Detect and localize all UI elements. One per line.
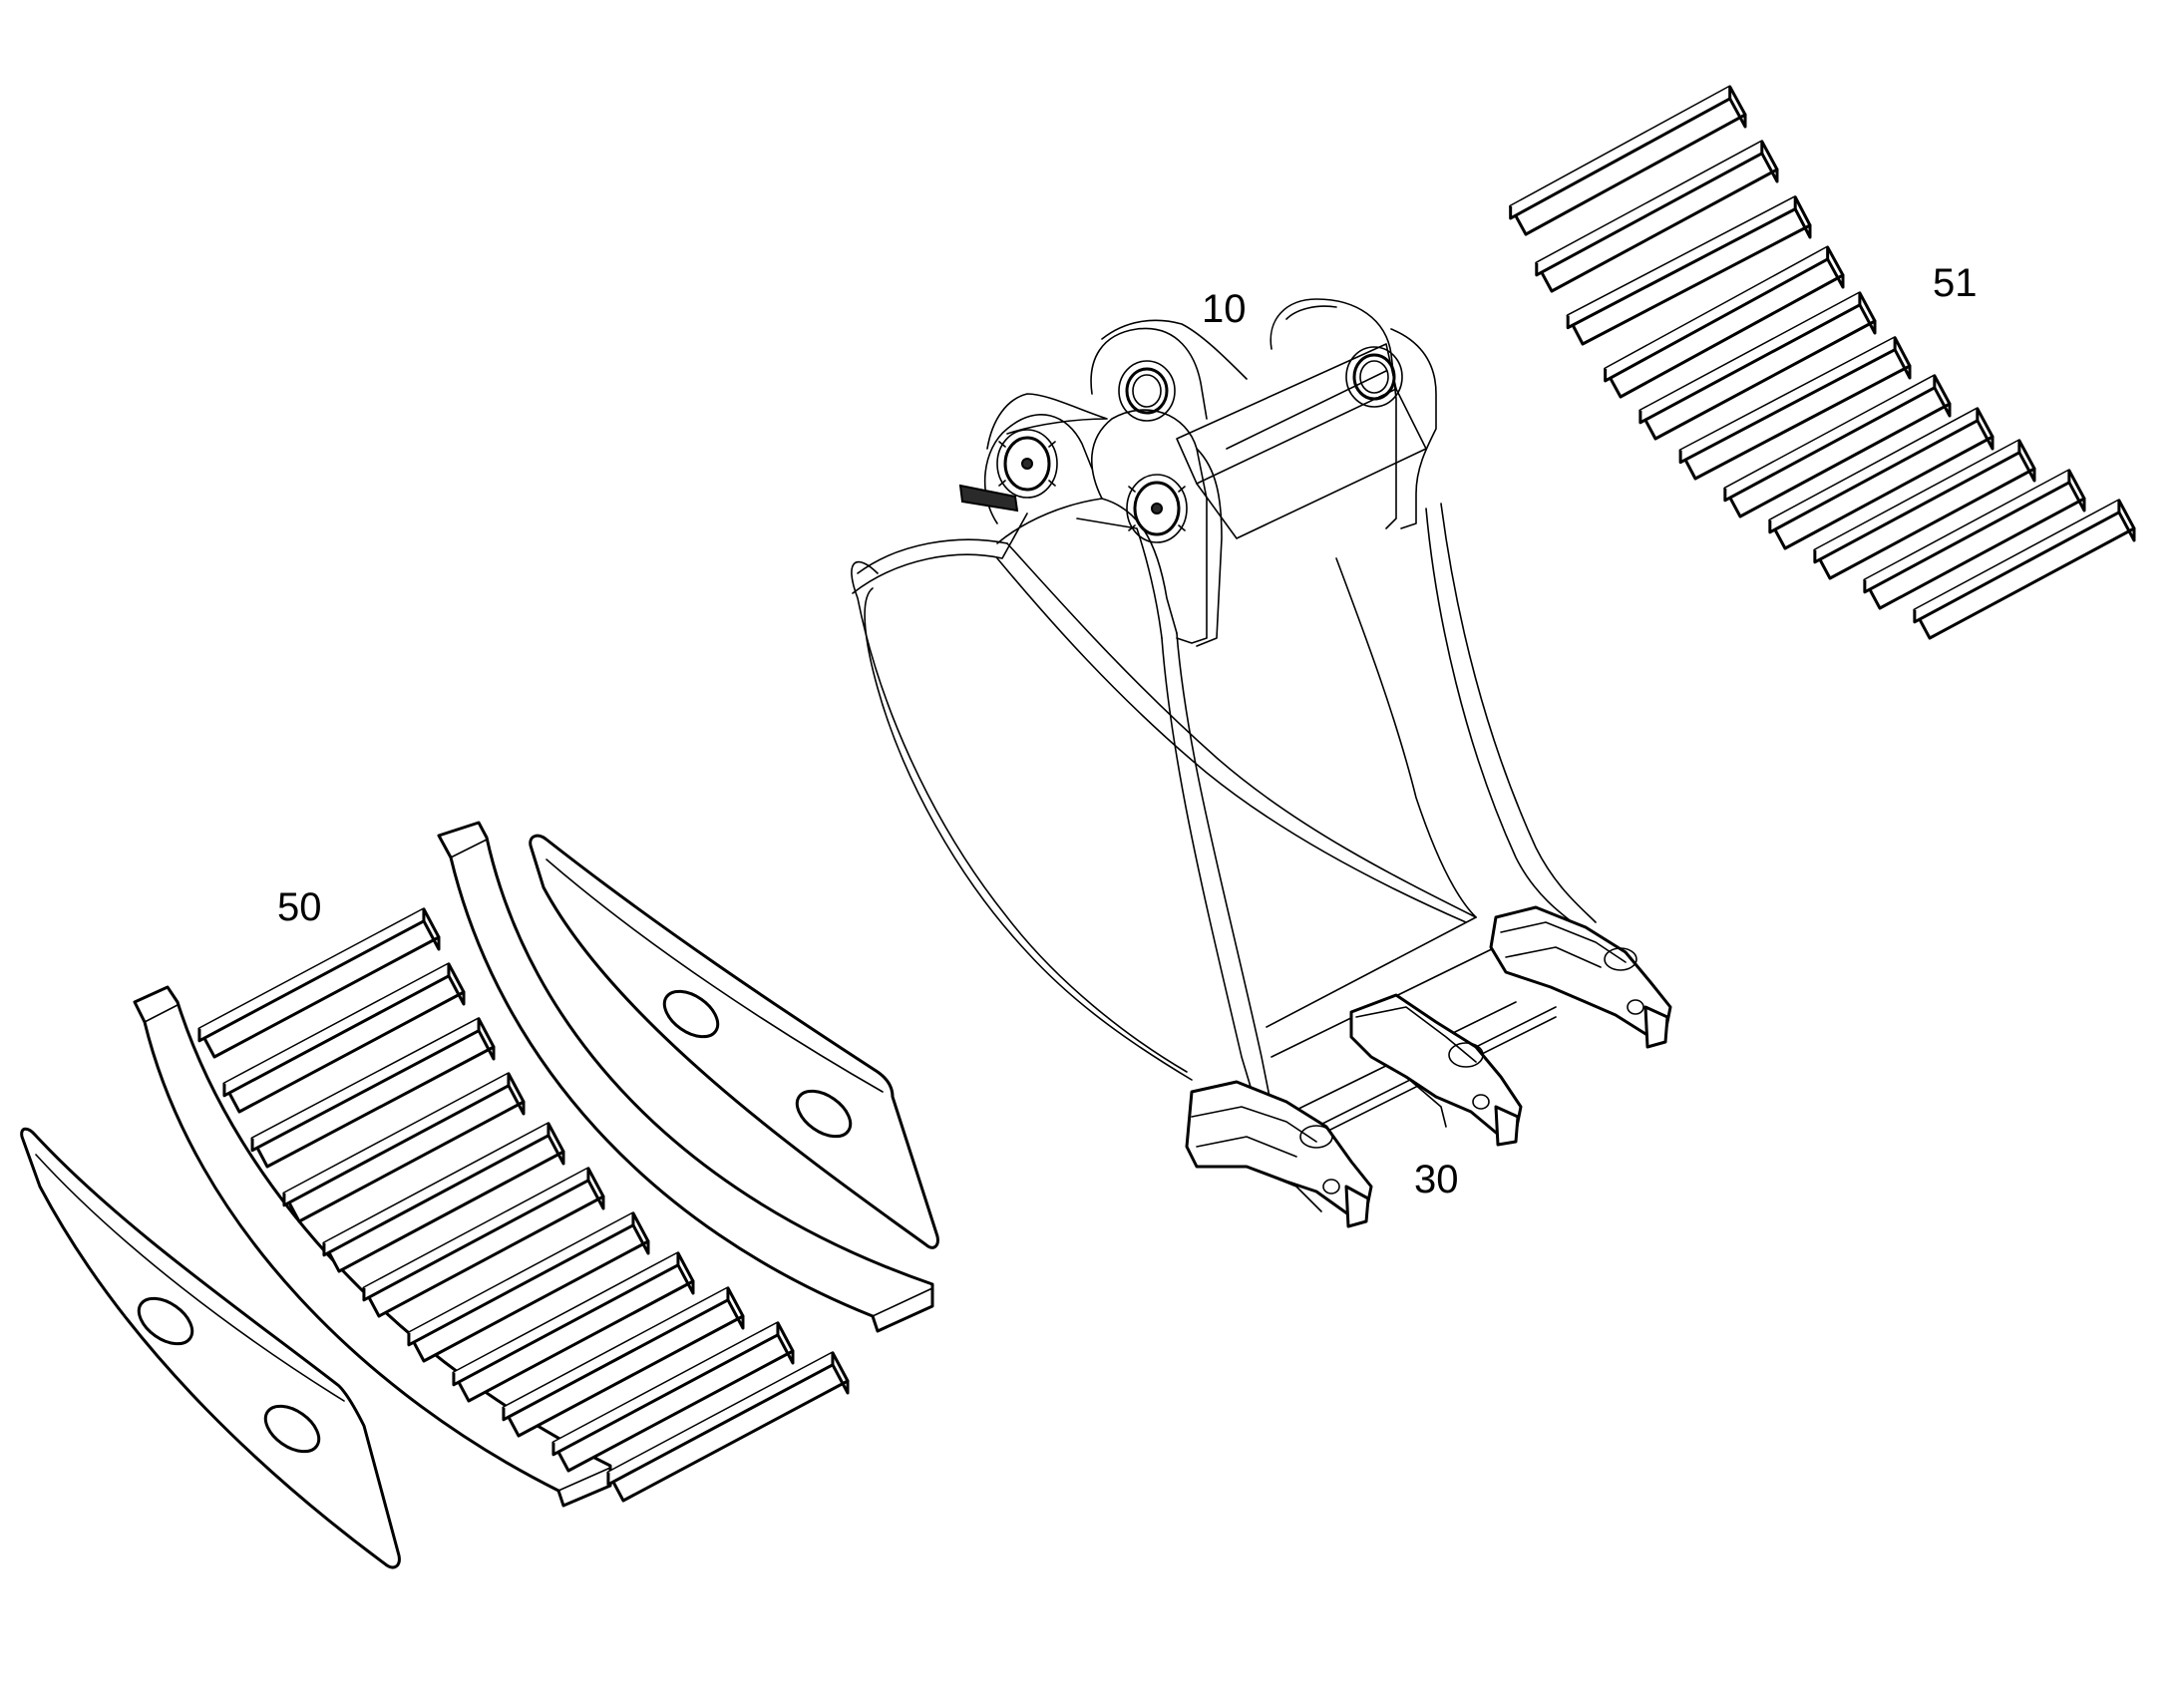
wear-strip-51-11-end — [2117, 511, 2136, 542]
wear-kit-strip-10-end — [776, 1333, 795, 1365]
mounting-ear-rear-right-3 — [1285, 305, 1337, 320]
wear-kit-side-plate-left-hole-1 — [137, 1296, 194, 1346]
wear-kit-curved-rail-right-end — [872, 1287, 933, 1317]
bucket-left-side-plate — [851, 560, 1188, 1073]
pin-boss-rear-right — [1345, 346, 1403, 408]
wear-strip-51-3-edge — [1566, 196, 1797, 330]
bucket-cross-tube-face — [1226, 370, 1387, 450]
bucket-rear-edge — [1335, 557, 1477, 918]
wear-strip-51-4-end — [1826, 257, 1845, 289]
wear-kit-strip-9-edge — [502, 1287, 730, 1422]
mounting-ear-front-right-2 — [1196, 448, 1223, 647]
bucket-right-side-front-edge — [1176, 632, 1272, 1108]
wear-kit-strip-6-end — [586, 1179, 605, 1210]
wear-kit-side-plate-right-hole-2 — [795, 1089, 853, 1139]
bucket-left-side-top — [857, 538, 1008, 574]
bucket-right-side-rear-edge — [1425, 508, 1587, 933]
wear-kit-strip-1-edge — [197, 908, 426, 1043]
tooth-assembly-middle — [1349, 993, 1523, 1147]
wear-strip-51-9-end — [2017, 451, 2036, 483]
wear-strip-51-10-edge — [1863, 470, 2071, 594]
wear-kit-side-plate-left-hole-2 — [263, 1404, 321, 1454]
wear-kit-strip-4-edge — [282, 1073, 511, 1207]
wear-strip-51-2-end — [1760, 152, 1779, 183]
wear-strip-51-7-edge — [1723, 375, 1937, 503]
pin-boss-front-right — [1126, 474, 1188, 543]
mounting-ear-rear-right-2 — [1390, 328, 1437, 529]
wear-kit-strip-5-end — [546, 1134, 565, 1166]
wear-kit-strip-8-edge — [452, 1252, 680, 1387]
wear-strip-51-1-edge — [1509, 86, 1732, 220]
wear-kit-50 — [20, 821, 939, 1569]
wear-kit-strip-2-edge — [222, 963, 451, 1098]
wear-kit-strip-10-edge — [551, 1322, 780, 1457]
wear-kit-strip-3-end — [477, 1029, 496, 1061]
callout-wear-strips: 51 — [1933, 261, 1978, 305]
bucket-left-side-plate-inner — [864, 587, 1193, 1081]
bucket-shell-curve — [1006, 542, 1477, 918]
tooth-assembly-right — [1489, 905, 1672, 1049]
wear-strip-51-1-end — [1728, 97, 1747, 129]
wear-kit-curved-rail-left-end — [557, 1467, 611, 1492]
callout-teeth: 30 — [1414, 1158, 1459, 1201]
wear-strip-51-2-edge — [1535, 141, 1764, 277]
wear-kit-curved-rail-right — [437, 821, 934, 1333]
wear-kit-strip-11-end — [831, 1363, 850, 1395]
bucket-right-side-rear-edge-2 — [1440, 503, 1597, 923]
wear-strip-51-8-end — [1976, 419, 1995, 451]
callout-wear-kit: 50 — [277, 885, 322, 929]
wear-kit-strip-7-edge — [407, 1212, 635, 1347]
wear-kit-curved-rail-left-top — [144, 1004, 179, 1023]
wear-strip-51-7-end — [1933, 386, 1952, 418]
mounting-ear-front-right — [1091, 409, 1208, 644]
wear-kit-strip-2-end — [447, 974, 466, 1006]
wear-strip-51-10-end — [2067, 481, 2086, 512]
wear-strip-51-8-edge — [1768, 408, 1980, 534]
bucket-cross-tube-lower — [1196, 388, 1427, 539]
bucket-right-side-front-edge-2 — [1161, 637, 1258, 1108]
bucket-shell-inner-curve — [996, 557, 1467, 923]
tooth-assembly-set-30 — [1185, 905, 1672, 1228]
bucket-left-side-top-2 — [852, 512, 1028, 594]
wear-kit-strip-4-end — [507, 1084, 526, 1116]
bucket-cutting-lip-top — [1266, 916, 1477, 1028]
wear-kit-strip-1-end — [422, 919, 441, 951]
wear-strip-51-11-edge — [1913, 500, 2121, 624]
callout-bucket: 10 — [1202, 287, 1247, 331]
pin-boss-front-left — [996, 429, 1058, 499]
bucket-body — [851, 298, 1597, 1148]
wear-kit-strip-3-edge — [250, 1018, 481, 1153]
wear-kit-strips — [197, 907, 850, 1503]
wear-strip-51-4-edge — [1604, 246, 1830, 383]
wear-kit-curved-rail-right-top — [450, 839, 488, 858]
wear-strip-51-5-edge — [1638, 292, 1862, 425]
wear-kit-side-plate-right — [529, 834, 939, 1249]
bucket-inner-plate-2 — [1076, 517, 1163, 639]
wear-kit-strip-9-end — [726, 1298, 745, 1330]
mounting-ear-rear-left-2 — [1101, 319, 1248, 380]
wear-strip-51-6-end — [1893, 348, 1912, 380]
wear-kit-strip-6-edge — [362, 1168, 590, 1302]
tooth-assembly-left — [1185, 1080, 1373, 1228]
mounting-ear-front-left-2 — [986, 393, 1108, 450]
wear-strip-set-51 — [1509, 85, 2136, 640]
wear-kit-side-plate-left — [20, 1127, 401, 1569]
bucket-cross-tube — [1176, 343, 1397, 485]
wear-strip-51-6-edge — [1678, 337, 1897, 465]
mounting-ear-rear-left — [1090, 327, 1208, 420]
wear-strip-51-9-edge — [1813, 440, 2021, 564]
mounting-ear-rear-right — [1270, 298, 1397, 529]
wear-kit-strip-5-edge — [322, 1123, 550, 1257]
pin-boss-rear-left — [1118, 360, 1176, 422]
wear-kit-strip-7-end — [631, 1223, 650, 1255]
wear-kit-side-plate-right-edge — [545, 858, 884, 1093]
wear-kit-strip-11-edge — [606, 1352, 835, 1487]
wear-kit-side-plate-left-edge — [35, 1154, 345, 1402]
wear-kit-side-plate-right-hole-1 — [662, 989, 720, 1039]
wear-strip-51-3-end — [1793, 207, 1812, 239]
wear-kit-strip-8-end — [676, 1263, 695, 1295]
wear-strip-51-5-end — [1858, 303, 1877, 335]
bucket-nameplate — [958, 484, 1019, 512]
